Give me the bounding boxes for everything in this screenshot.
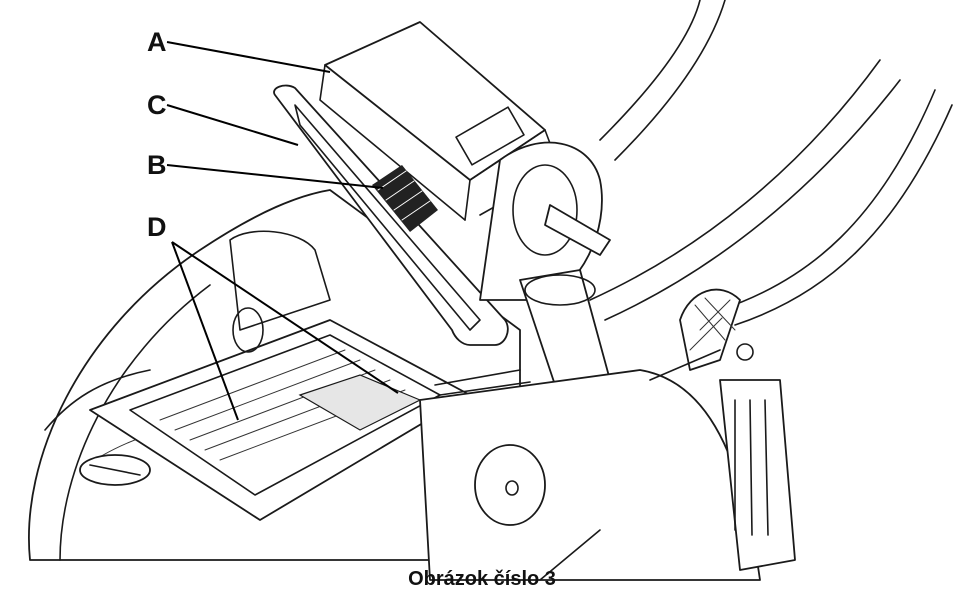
label-b: B — [147, 150, 167, 180]
filter-mesh — [372, 165, 438, 232]
leader-b — [166, 164, 384, 189]
label-a: A — [147, 27, 167, 57]
drain-cap — [79, 454, 151, 486]
leader-d1 — [171, 241, 239, 421]
leader-a — [166, 41, 331, 73]
filter-assembly — [273, 21, 561, 346]
side-handle — [649, 288, 796, 571]
leader-lines — [166, 41, 399, 421]
figure-caption: Obrázok číslo 3 — [408, 568, 556, 590]
hoses — [589, 0, 953, 326]
leader-d2 — [171, 241, 399, 394]
front-lid — [419, 369, 761, 581]
leader-c — [166, 104, 299, 146]
label-d: D — [147, 212, 167, 242]
label-c: C — [147, 90, 167, 120]
